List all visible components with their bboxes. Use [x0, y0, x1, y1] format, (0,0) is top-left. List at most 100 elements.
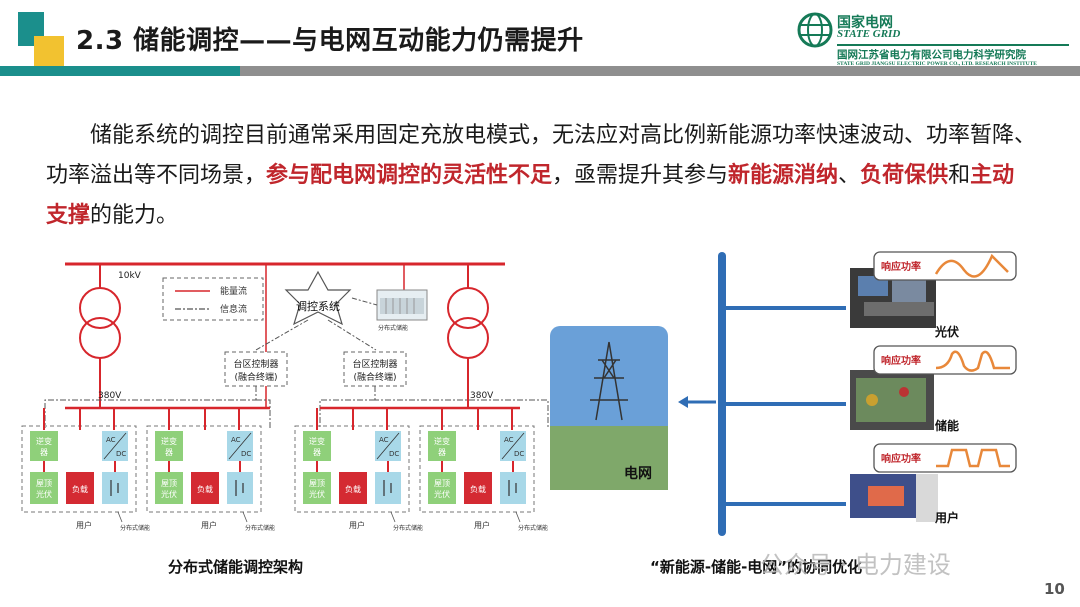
para-highlight-2: 新能源消纳 [728, 163, 839, 188]
source-storage-grid-diagram: 电网 响应功率 光伏 响应功率 储能 响应功率 用户 [550, 251, 1017, 536]
svg-text:响应功率: 响应功率 [881, 354, 921, 367]
para-text-4: 和 [948, 163, 971, 188]
inverter-label: 器 [438, 448, 446, 457]
title-rule [0, 66, 1080, 76]
label-380v-right: 380V [470, 391, 494, 401]
pv-label: 光伏 [161, 489, 177, 499]
inverter-label: 器 [313, 448, 321, 457]
svg-text:(融合终端): (融合终端) [234, 371, 277, 383]
storage-label: 储能 [935, 418, 959, 433]
pv-label: 屋顶 [161, 479, 177, 488]
pv-label: 屋顶 [309, 479, 325, 488]
response-card-storage: 响应功率 [873, 345, 1017, 375]
grid-photo: 电网 [550, 326, 668, 490]
caption-left: 分布式储能调控架构 [168, 558, 304, 576]
pv-label: 光伏 [934, 324, 959, 339]
page-number: 10 [1044, 580, 1065, 598]
caption-right: “新能源-储能-电网”的协同优化 [650, 558, 863, 576]
logo-text-en: STATE GRID [837, 28, 901, 40]
legend-info-flow: 信息流 [220, 303, 247, 315]
distributed-storage-architecture-diagram: 10kV 能量流 信息流 调控系统 分布式储能 台区控制器 (融合终端) [21, 262, 549, 532]
transformer-right [447, 264, 489, 408]
logo-institute-en: STATE GRID JIANGSU ELECTRIC POWER CO., L… [837, 61, 1037, 67]
inverter-label: 逆变 [309, 436, 325, 446]
user-label: 用户 [934, 510, 959, 525]
title-rule-accent [0, 66, 240, 76]
para-highlight-3: 负荷保供 [860, 163, 949, 188]
pv-label: 屋顶 [36, 479, 52, 488]
legend-energy-flow: 能量流 [220, 285, 247, 297]
para-highlight-1: 参与配电网调控的灵活性不足 [266, 163, 553, 188]
storage-image-label: 分布式储能 [378, 324, 408, 332]
inverter-label: 器 [40, 448, 48, 457]
dc-label: DC [241, 450, 251, 458]
pv-label: 光伏 [434, 489, 450, 499]
inverter-label: 逆变 [161, 436, 177, 446]
svg-text:响应功率: 响应功率 [881, 260, 921, 273]
user-label: 用户 [76, 520, 92, 530]
svg-text:台区控制器: 台区控制器 [352, 358, 397, 370]
user-device-image [850, 474, 938, 522]
storage-label: 分布式储能 [120, 524, 150, 532]
para-text-1: 储能系统的调控目前通常采用固定充放电模式，无法应对高比例新能源功率快速波动、功率… [46, 123, 1037, 188]
watermark: 公众号 · 电力建设 [760, 551, 951, 579]
pv-label: 屋顶 [434, 479, 450, 488]
para-text-3: 、 [838, 163, 861, 188]
logo-divider [837, 44, 1069, 46]
transformer-left [79, 264, 121, 408]
decor-square-yellow [34, 36, 64, 68]
ac-label: AC [106, 436, 116, 444]
logo-text-cn: 国家电网 [837, 15, 893, 31]
storage-device-image [850, 370, 934, 430]
ac-label: AC [231, 436, 241, 444]
user-label: 用户 [474, 520, 490, 530]
para-highlight-4: 主动支撑 [46, 163, 1015, 228]
dispatch-star [284, 270, 352, 326]
ac-label: AC [504, 436, 514, 444]
response-card-pv: 响应功率 [873, 251, 1017, 281]
inverter-label: 器 [165, 448, 173, 457]
load-label: 负载 [197, 484, 213, 494]
label-380v-left: 380V [98, 391, 122, 401]
dc-label: DC [389, 450, 399, 458]
pv-label: 光伏 [309, 489, 325, 499]
label-10kv: 10kV [118, 271, 142, 281]
bidirectional-arrow [678, 396, 716, 408]
para-text-5: 的能力。 [90, 203, 179, 228]
ac-label: AC [379, 436, 389, 444]
logo-institute: 国网江苏省电力有限公司电力科学研究院 [837, 49, 1026, 61]
user-label: 用户 [201, 520, 217, 530]
svg-text:响应功率: 响应功率 [881, 452, 921, 465]
user-unit-groups: 逆变器屋顶光伏负载ACDC用户分布式储能逆变器屋顶光伏负载ACDC用户分布式储能… [21, 408, 548, 532]
storage-label: 分布式储能 [393, 524, 423, 532]
load-label: 负载 [345, 484, 361, 494]
pv-label: 光伏 [36, 489, 52, 499]
dc-label: DC [514, 450, 524, 458]
globe-icon [797, 12, 833, 48]
para-text-2: ，亟需提升其参与 [552, 163, 729, 188]
legend: 能量流 信息流 [162, 277, 264, 321]
slide-title: 2.3 储能调控——与电网互动能力仍需提升 [76, 26, 584, 56]
area-controller-left: 台区控制器 (融合终端) [224, 351, 288, 387]
inverter-label: 逆变 [36, 436, 52, 446]
load-label: 负载 [72, 484, 88, 494]
svg-text:(融合终端): (融合终端) [353, 371, 396, 383]
body-paragraph: 储能系统的调控目前通常采用固定充放电模式，无法应对高比例新能源功率快速波动、功率… [46, 116, 1036, 236]
response-card-user: 响应功率 [873, 443, 1017, 473]
state-grid-logo: 国家电网 STATE GRID 国网江苏省电力有限公司电力科学研究院 STATE… [797, 12, 1072, 68]
dispatch-system-label: 调控系统 [296, 299, 340, 313]
inverter-label: 逆变 [434, 436, 450, 446]
storage-container-image: 分布式储能 [376, 289, 428, 332]
load-label: 负载 [470, 484, 486, 494]
user-label: 用户 [349, 520, 365, 530]
grid-label: 电网 [624, 465, 652, 482]
storage-label: 分布式储能 [245, 524, 275, 532]
svg-text:台区控制器: 台区控制器 [233, 358, 278, 370]
storage-label: 分布式储能 [518, 524, 548, 532]
dc-label: DC [116, 450, 126, 458]
area-controller-right: 台区控制器 (融合终端) [343, 351, 407, 387]
